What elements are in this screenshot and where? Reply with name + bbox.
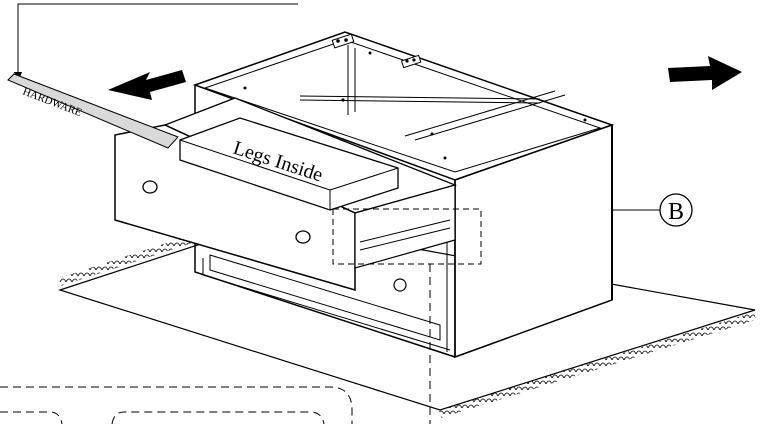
open-drawer: [114, 97, 458, 291]
direction-arrow-icon: [668, 56, 742, 90]
pull-out-arrow-icon: [108, 70, 186, 100]
part-b-label: B: [668, 199, 684, 225]
cabinet: [192, 31, 615, 359]
part-b-callout: B: [612, 193, 693, 227]
detail-callout-box: [0, 208, 482, 425]
